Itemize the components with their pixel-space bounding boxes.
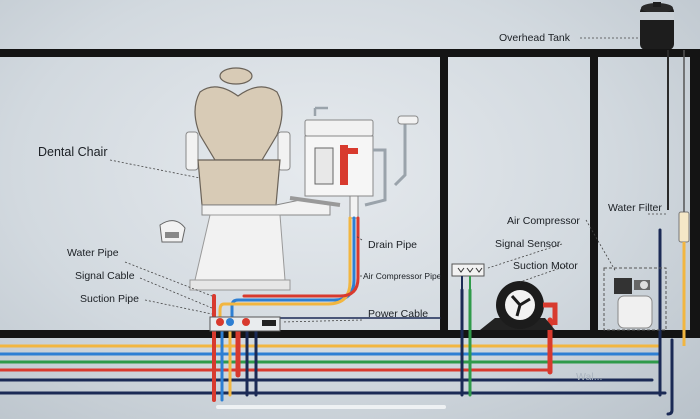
suction-motor bbox=[480, 281, 558, 330]
leader-lines bbox=[109, 37, 668, 323]
label-water-filter: Water Filter bbox=[608, 202, 662, 214]
label-dental-chair: Dental Chair bbox=[38, 145, 108, 159]
label-power-cable: Power Cable bbox=[368, 308, 429, 320]
air-compressor bbox=[603, 267, 667, 331]
label-water-pipe: Water Pipe bbox=[67, 247, 119, 259]
label-signal-sensor: Signal Sensor bbox=[495, 238, 561, 250]
label-drain-pipe: Drain Pipe bbox=[368, 239, 418, 251]
dental-unit bbox=[304, 106, 419, 219]
signal-sensor bbox=[451, 263, 485, 295]
label-suction-motor: Suction Motor bbox=[513, 260, 578, 272]
chair-pipes bbox=[209, 216, 441, 332]
building-walls bbox=[0, 49, 700, 338]
underground-pipes bbox=[0, 228, 674, 416]
label-air-compressor-pipe: Air Compressor Pipe bbox=[363, 271, 442, 281]
label-air-compressor: Air Compressor bbox=[507, 215, 580, 227]
overhead-tank bbox=[640, 2, 674, 50]
label-overhead-tank: Overhead Tank bbox=[499, 32, 571, 44]
dental-chair bbox=[159, 67, 341, 291]
video-progress-bar bbox=[216, 405, 446, 409]
label-suction-pipe: Suction Pipe bbox=[80, 293, 139, 305]
label-signal-cable: Signal Cable bbox=[75, 270, 135, 282]
water-supply-line bbox=[667, 50, 690, 346]
label-wall: Wal... bbox=[576, 371, 603, 383]
